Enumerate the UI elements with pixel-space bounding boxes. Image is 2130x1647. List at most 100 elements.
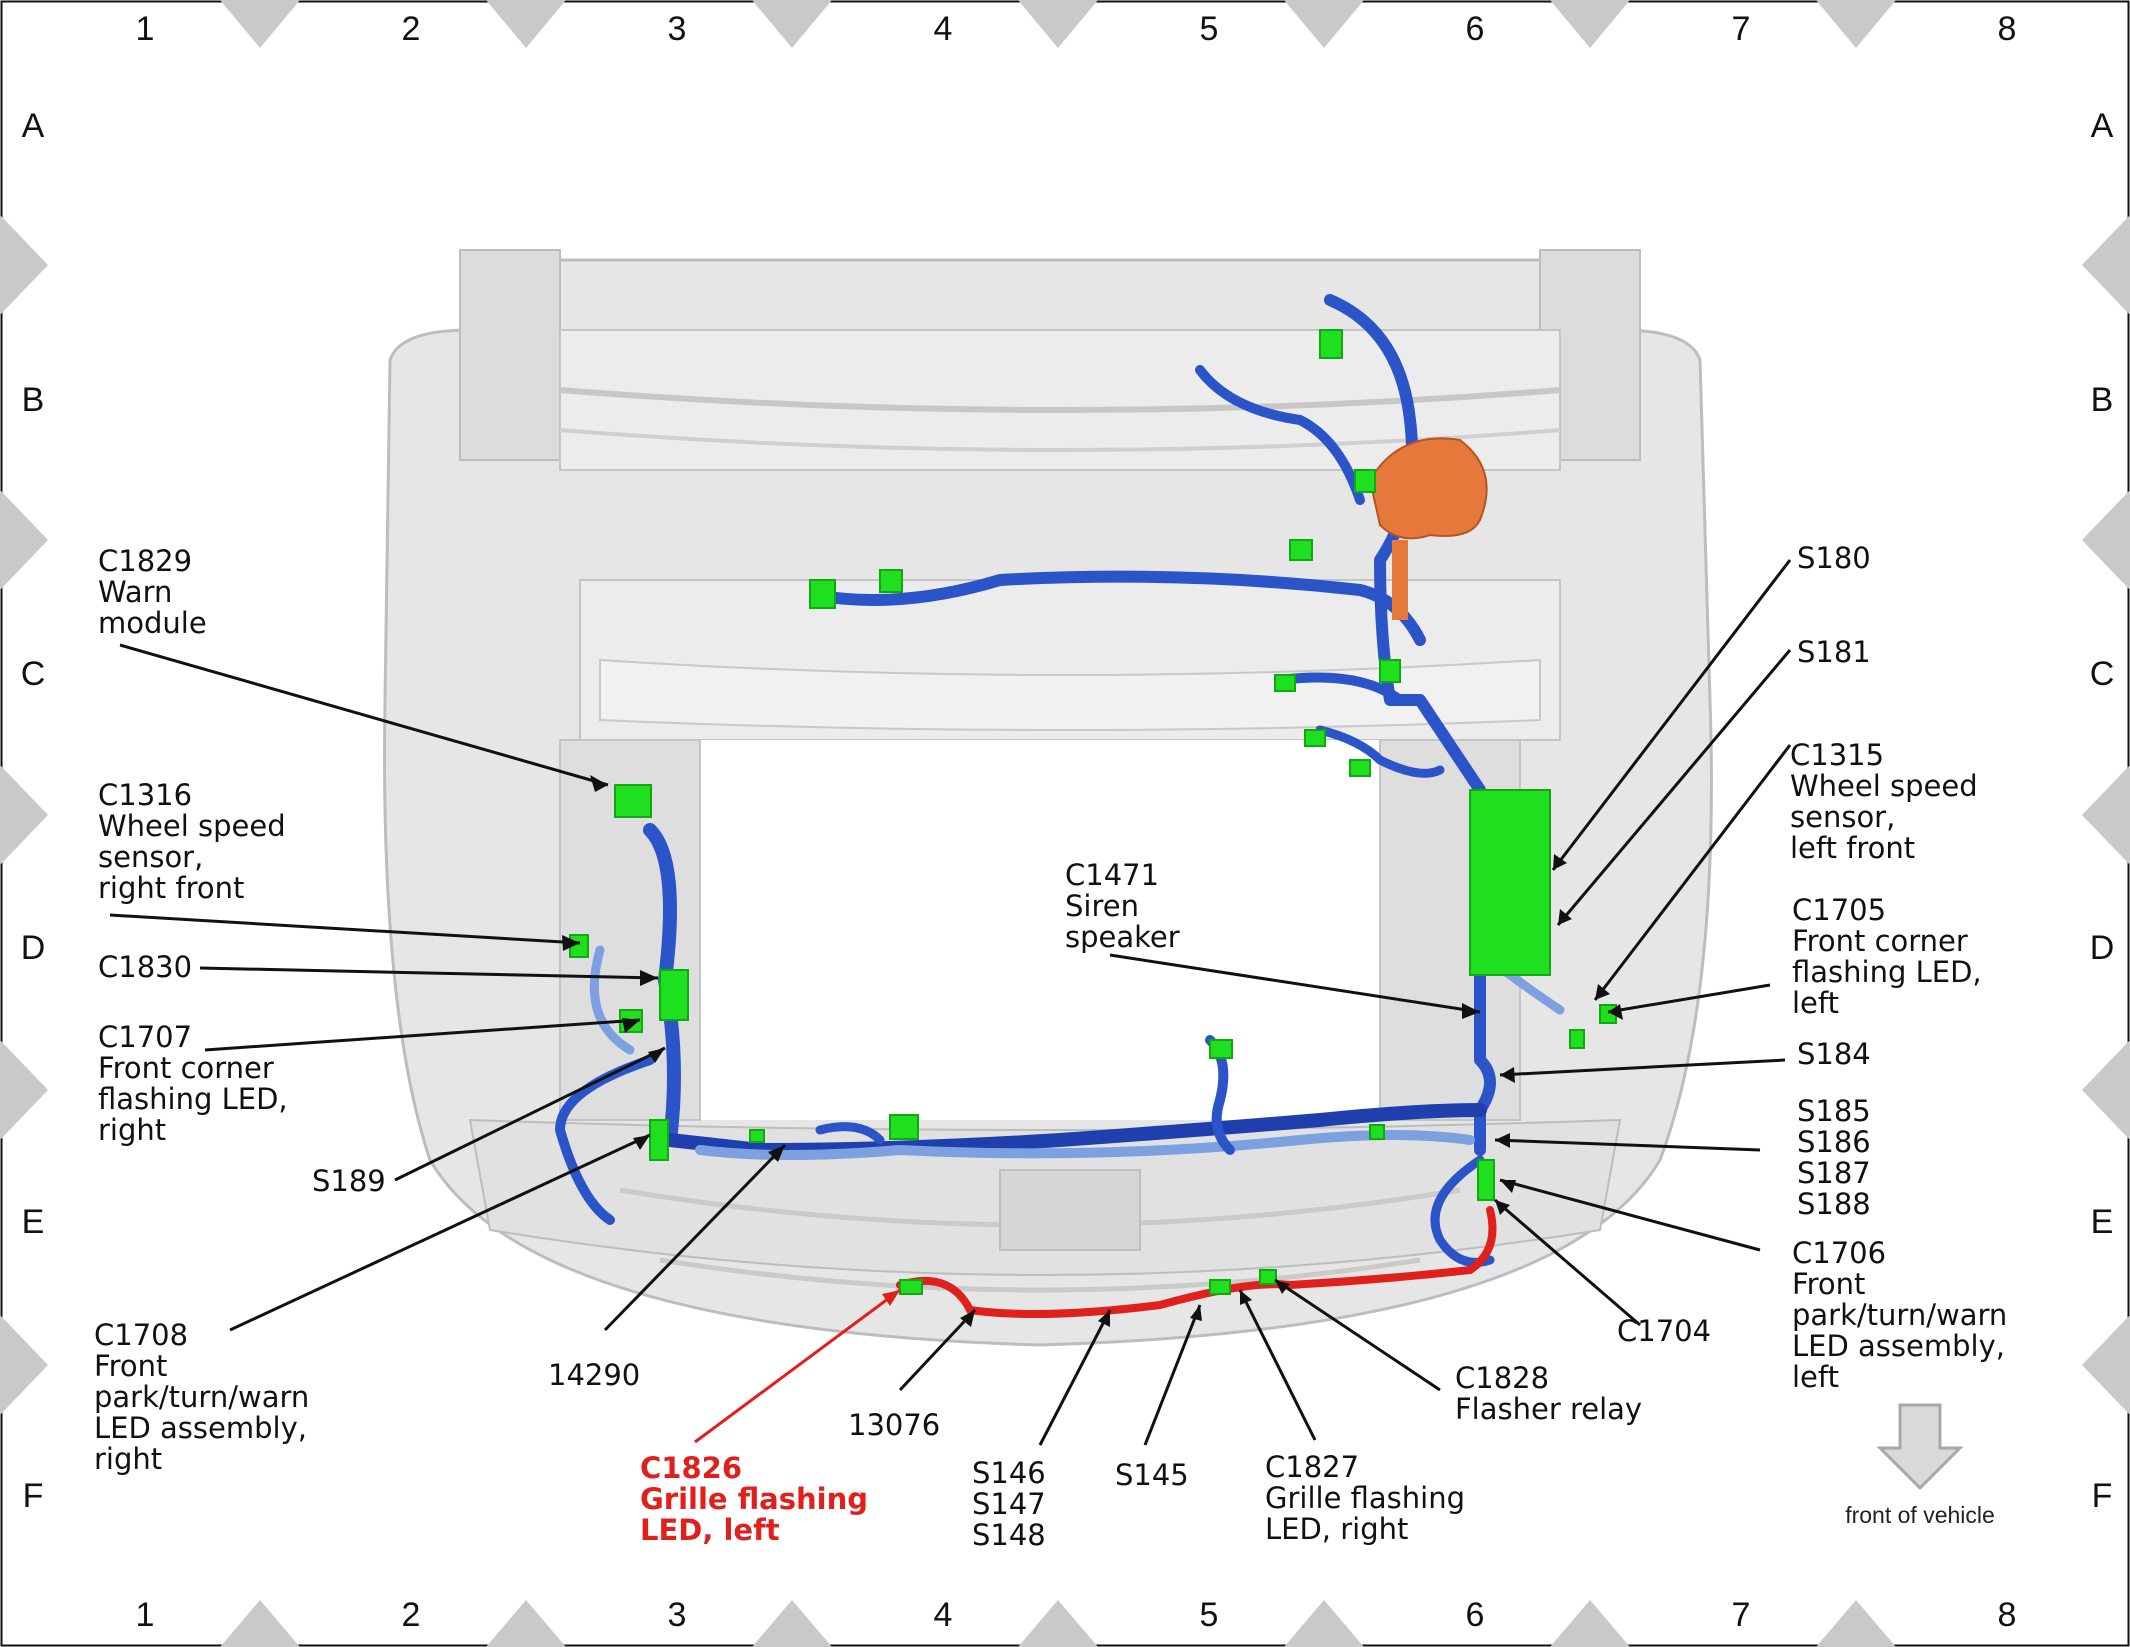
- label-c1315: C1315 Wheel speed sensor, left front: [1790, 740, 1978, 864]
- label-c1707-line3: right: [98, 1113, 167, 1147]
- label-c1316-line3: right front: [98, 871, 245, 905]
- front-of-vehicle-label: front of vehicle: [1845, 1502, 1995, 1528]
- label-s184-code: S184: [1797, 1037, 1871, 1071]
- grid-col-top-7: 7: [1731, 10, 1751, 48]
- grid-row-right-f: F: [2091, 1477, 2113, 1515]
- label-c1828: C1828 Flasher relay: [1455, 1363, 1642, 1425]
- label-c1706-line2: park/turn/warn: [1792, 1298, 2008, 1332]
- label-s146: S146 S147 S148: [972, 1458, 1046, 1551]
- grid-col-top-4: 4: [933, 10, 953, 48]
- label-c1315-line1: Wheel speed: [1790, 769, 1978, 803]
- label-c1315-line3: left front: [1790, 831, 1916, 865]
- label-c1705-line1: Front corner: [1792, 924, 1968, 958]
- grid-row-left-a: A: [21, 107, 45, 145]
- label-c1826-code: C1826: [640, 1451, 742, 1485]
- label-s186: S186: [1797, 1125, 1871, 1159]
- label-s180: S180: [1797, 543, 1871, 574]
- label-c1828-line1: Flasher relay: [1455, 1392, 1643, 1426]
- grid-row-left-b: B: [21, 381, 45, 419]
- label-c1705: C1705 Front corner flashing LED, left: [1792, 895, 1982, 1019]
- grille-led-harness: [896, 1206, 1497, 1318]
- grid-col-bottom-3: 3: [667, 1596, 687, 1634]
- label-c1826: C1826 Grille flashing LED, left: [640, 1453, 868, 1546]
- label-c1704: C1704: [1617, 1316, 1711, 1347]
- grid-col-bottom-8: 8: [1997, 1596, 2017, 1634]
- label-s145-code: S145: [1115, 1458, 1189, 1492]
- label-14290-code: 14290: [548, 1358, 641, 1392]
- c1826-arrowhead: [882, 1290, 900, 1306]
- label-c1827: C1827 Grille flashing LED, right: [1265, 1452, 1465, 1545]
- vehicle-front-structure: [383, 249, 1713, 1347]
- label-c1707-code: C1707: [98, 1020, 193, 1054]
- label-c1826-line2: LED, left: [640, 1513, 780, 1547]
- label-c1828-code: C1828: [1455, 1361, 1550, 1395]
- label-c1316-code: C1316: [98, 778, 193, 812]
- label-s145: S145: [1115, 1460, 1189, 1491]
- c1826-leader: [694, 1288, 901, 1444]
- label-c1826-line1: Grille flashing: [640, 1482, 869, 1516]
- leader-lines: [109, 559, 1792, 1446]
- label-c1706-line3: LED assembly,: [1792, 1329, 2005, 1363]
- label-14290: 14290: [548, 1360, 640, 1391]
- label-c1706-line4: left: [1792, 1360, 1839, 1394]
- label-c1315-line2: sensor,: [1790, 800, 1896, 834]
- label-c1706-line1: Front: [1792, 1267, 1866, 1301]
- label-c1708-code: C1708: [94, 1318, 189, 1352]
- label-c1708-line2: park/turn/warn: [94, 1380, 310, 1414]
- label-c1471-line1: Siren: [1065, 889, 1139, 923]
- grid-col-bottom-1: 1: [135, 1596, 155, 1634]
- grid-col-top-1: 1: [135, 10, 155, 48]
- grid-col-top-3: 3: [667, 10, 687, 48]
- label-c1707-line1: Front corner: [98, 1051, 274, 1085]
- label-c1708-line1: Front: [94, 1349, 168, 1383]
- grid-row-left-e: E: [21, 1203, 45, 1241]
- grid-row-right-e: E: [2090, 1203, 2114, 1241]
- flasher-relay-bracket: [1368, 437, 1488, 620]
- label-c1471-code: C1471: [1065, 858, 1160, 892]
- label-c1827-line1: Grille flashing: [1265, 1481, 1465, 1515]
- label-c1705-code: C1705: [1792, 893, 1887, 927]
- label-c1830-code: C1830: [98, 950, 193, 984]
- label-s185-code: S185: [1797, 1094, 1871, 1128]
- label-c1827-line2: LED, right: [1265, 1512, 1409, 1546]
- label-s181-code: S181: [1797, 635, 1871, 669]
- label-c1471: C1471 Siren speaker: [1065, 860, 1180, 953]
- arrowheads: [562, 775, 1623, 1327]
- label-s148: S148: [972, 1518, 1046, 1552]
- label-s188: S188: [1797, 1187, 1871, 1221]
- grid-row-left-d: D: [20, 929, 46, 967]
- label-c1708-line3: LED assembly,: [94, 1411, 307, 1445]
- label-c1471-line2: speaker: [1065, 920, 1180, 954]
- grid-row-right-a: A: [2090, 107, 2114, 145]
- grid-col-top-5: 5: [1199, 10, 1219, 48]
- label-s189-code: S189: [312, 1164, 386, 1198]
- label-c1705-line3: left: [1792, 986, 1839, 1020]
- grid-col-top-8: 8: [1997, 10, 2017, 48]
- label-c1830: C1830: [98, 952, 192, 983]
- label-s184: S184: [1797, 1039, 1871, 1070]
- label-c1316-line2: sensor,: [98, 840, 204, 874]
- grid-col-bottom-2: 2: [401, 1596, 421, 1634]
- label-c1708: C1708 Front park/turn/warn LED assembly,…: [94, 1320, 309, 1475]
- label-c1707-line2: flashing LED,: [98, 1082, 288, 1116]
- grid-col-bottom-7: 7: [1731, 1596, 1751, 1634]
- label-s146-code: S146: [972, 1456, 1046, 1490]
- grid-col-top-6: 6: [1465, 10, 1485, 48]
- label-13076-code: 13076: [848, 1408, 941, 1442]
- grid-col-bottom-5: 5: [1199, 1596, 1219, 1634]
- label-s180-code: S180: [1797, 541, 1871, 575]
- label-c1704-code: C1704: [1617, 1314, 1712, 1348]
- label-c1706-code: C1706: [1792, 1236, 1887, 1270]
- label-s147: S147: [972, 1487, 1046, 1521]
- label-c1316-line1: Wheel speed: [98, 809, 286, 843]
- label-c1827-code: C1827: [1265, 1450, 1360, 1484]
- grid-row-right-d: D: [2089, 929, 2115, 967]
- label-s185: S185 S186 S187 S188: [1797, 1096, 1871, 1220]
- grid-row-left-f: F: [22, 1477, 44, 1515]
- label-s189: S189: [312, 1166, 386, 1197]
- label-c1829-line1: Warn: [98, 575, 173, 609]
- label-c1829: C1829 Warn module: [98, 546, 207, 639]
- label-13076: 13076: [848, 1410, 940, 1441]
- label-c1829-line2: module: [98, 606, 207, 640]
